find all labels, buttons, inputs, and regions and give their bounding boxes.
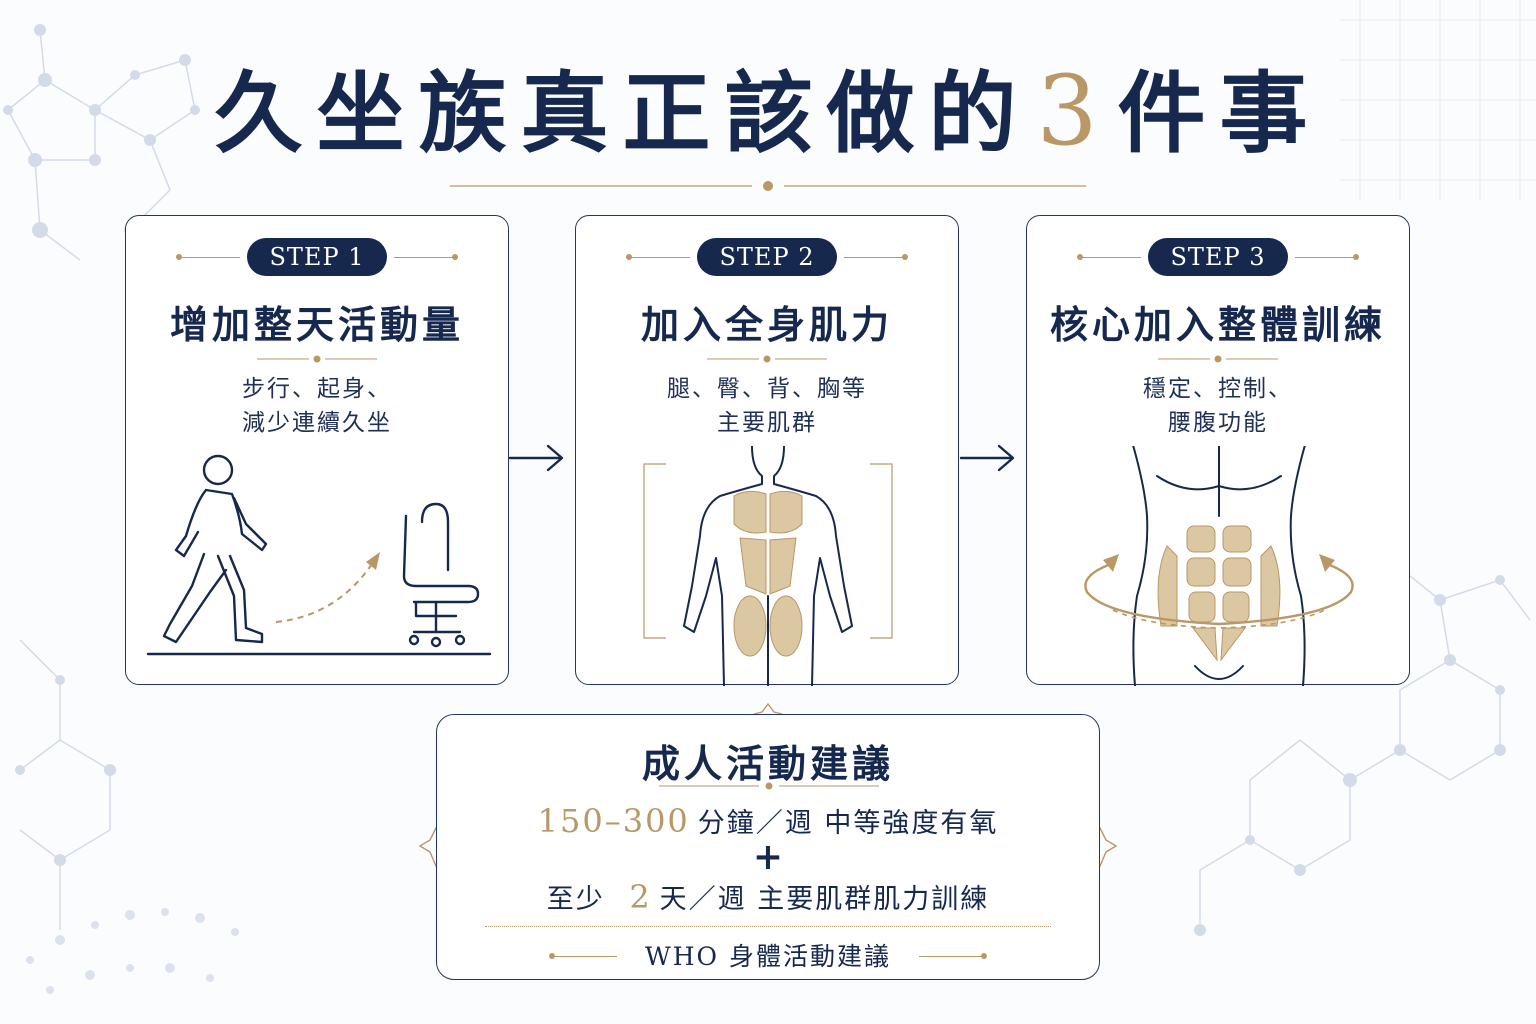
arrow-right-icon xyxy=(508,444,564,472)
panel-title-divider xyxy=(659,782,879,790)
source-row: WHO 身體活動建議 xyxy=(437,937,1099,973)
step-badge-row: STEP 2 xyxy=(576,238,958,278)
strength-days: 2 xyxy=(629,878,652,916)
step-description: 步行、起身、 減少連續久坐 xyxy=(242,376,392,436)
step-card-1: STEP 1 增加整天活動量 步行、起身、 減少連續久坐 xyxy=(125,215,509,685)
aerobic-minutes: 150–300 xyxy=(537,802,690,840)
title-prefix: 久坐族真正該做的 xyxy=(214,61,1031,165)
step-badge-row: STEP 1 xyxy=(126,238,508,278)
step-badge: STEP 1 xyxy=(247,238,387,276)
step-badge: STEP 3 xyxy=(1148,238,1288,276)
step-title: 加入全身肌力 xyxy=(640,303,893,347)
step-divider xyxy=(707,355,827,363)
step-card-3: STEP 3 核心加入整體訓練 穩定、控制、 腰腹功能 xyxy=(1026,215,1410,686)
full-body-muscle-icon xyxy=(643,446,893,686)
walking-person-to-chair-icon xyxy=(146,454,492,656)
step-title: 增加整天活動量 xyxy=(169,303,464,347)
step-badge: STEP 2 xyxy=(697,238,837,276)
title-number: 3 xyxy=(1036,55,1112,167)
step-card-2: STEP 2 加入全身肌力 腿、臀、背、胸等 主要肌群 xyxy=(575,215,959,686)
panel-title: 成人活動建議 xyxy=(641,742,894,786)
title-divider xyxy=(450,181,1086,191)
title-suffix: 件事 xyxy=(1117,61,1322,165)
step-description: 穩定、控制、 腰腹功能 xyxy=(1143,376,1293,436)
step-divider xyxy=(257,355,377,363)
source-label: WHO 身體活動建議 xyxy=(645,942,891,971)
core-abdomen-icon xyxy=(1084,446,1354,686)
page-title: 久坐族真正該做的3件事 xyxy=(0,56,1536,166)
step-title: 核心加入整體訓練 xyxy=(1049,303,1386,347)
step-description: 腿、臀、背、胸等 主要肌群 xyxy=(667,376,867,436)
step-divider xyxy=(1158,355,1278,363)
dotted-divider xyxy=(485,926,1051,927)
step-badge-row: STEP 3 xyxy=(1027,238,1409,278)
arrow-right-icon xyxy=(959,444,1015,472)
plus-icon: + xyxy=(752,836,784,878)
